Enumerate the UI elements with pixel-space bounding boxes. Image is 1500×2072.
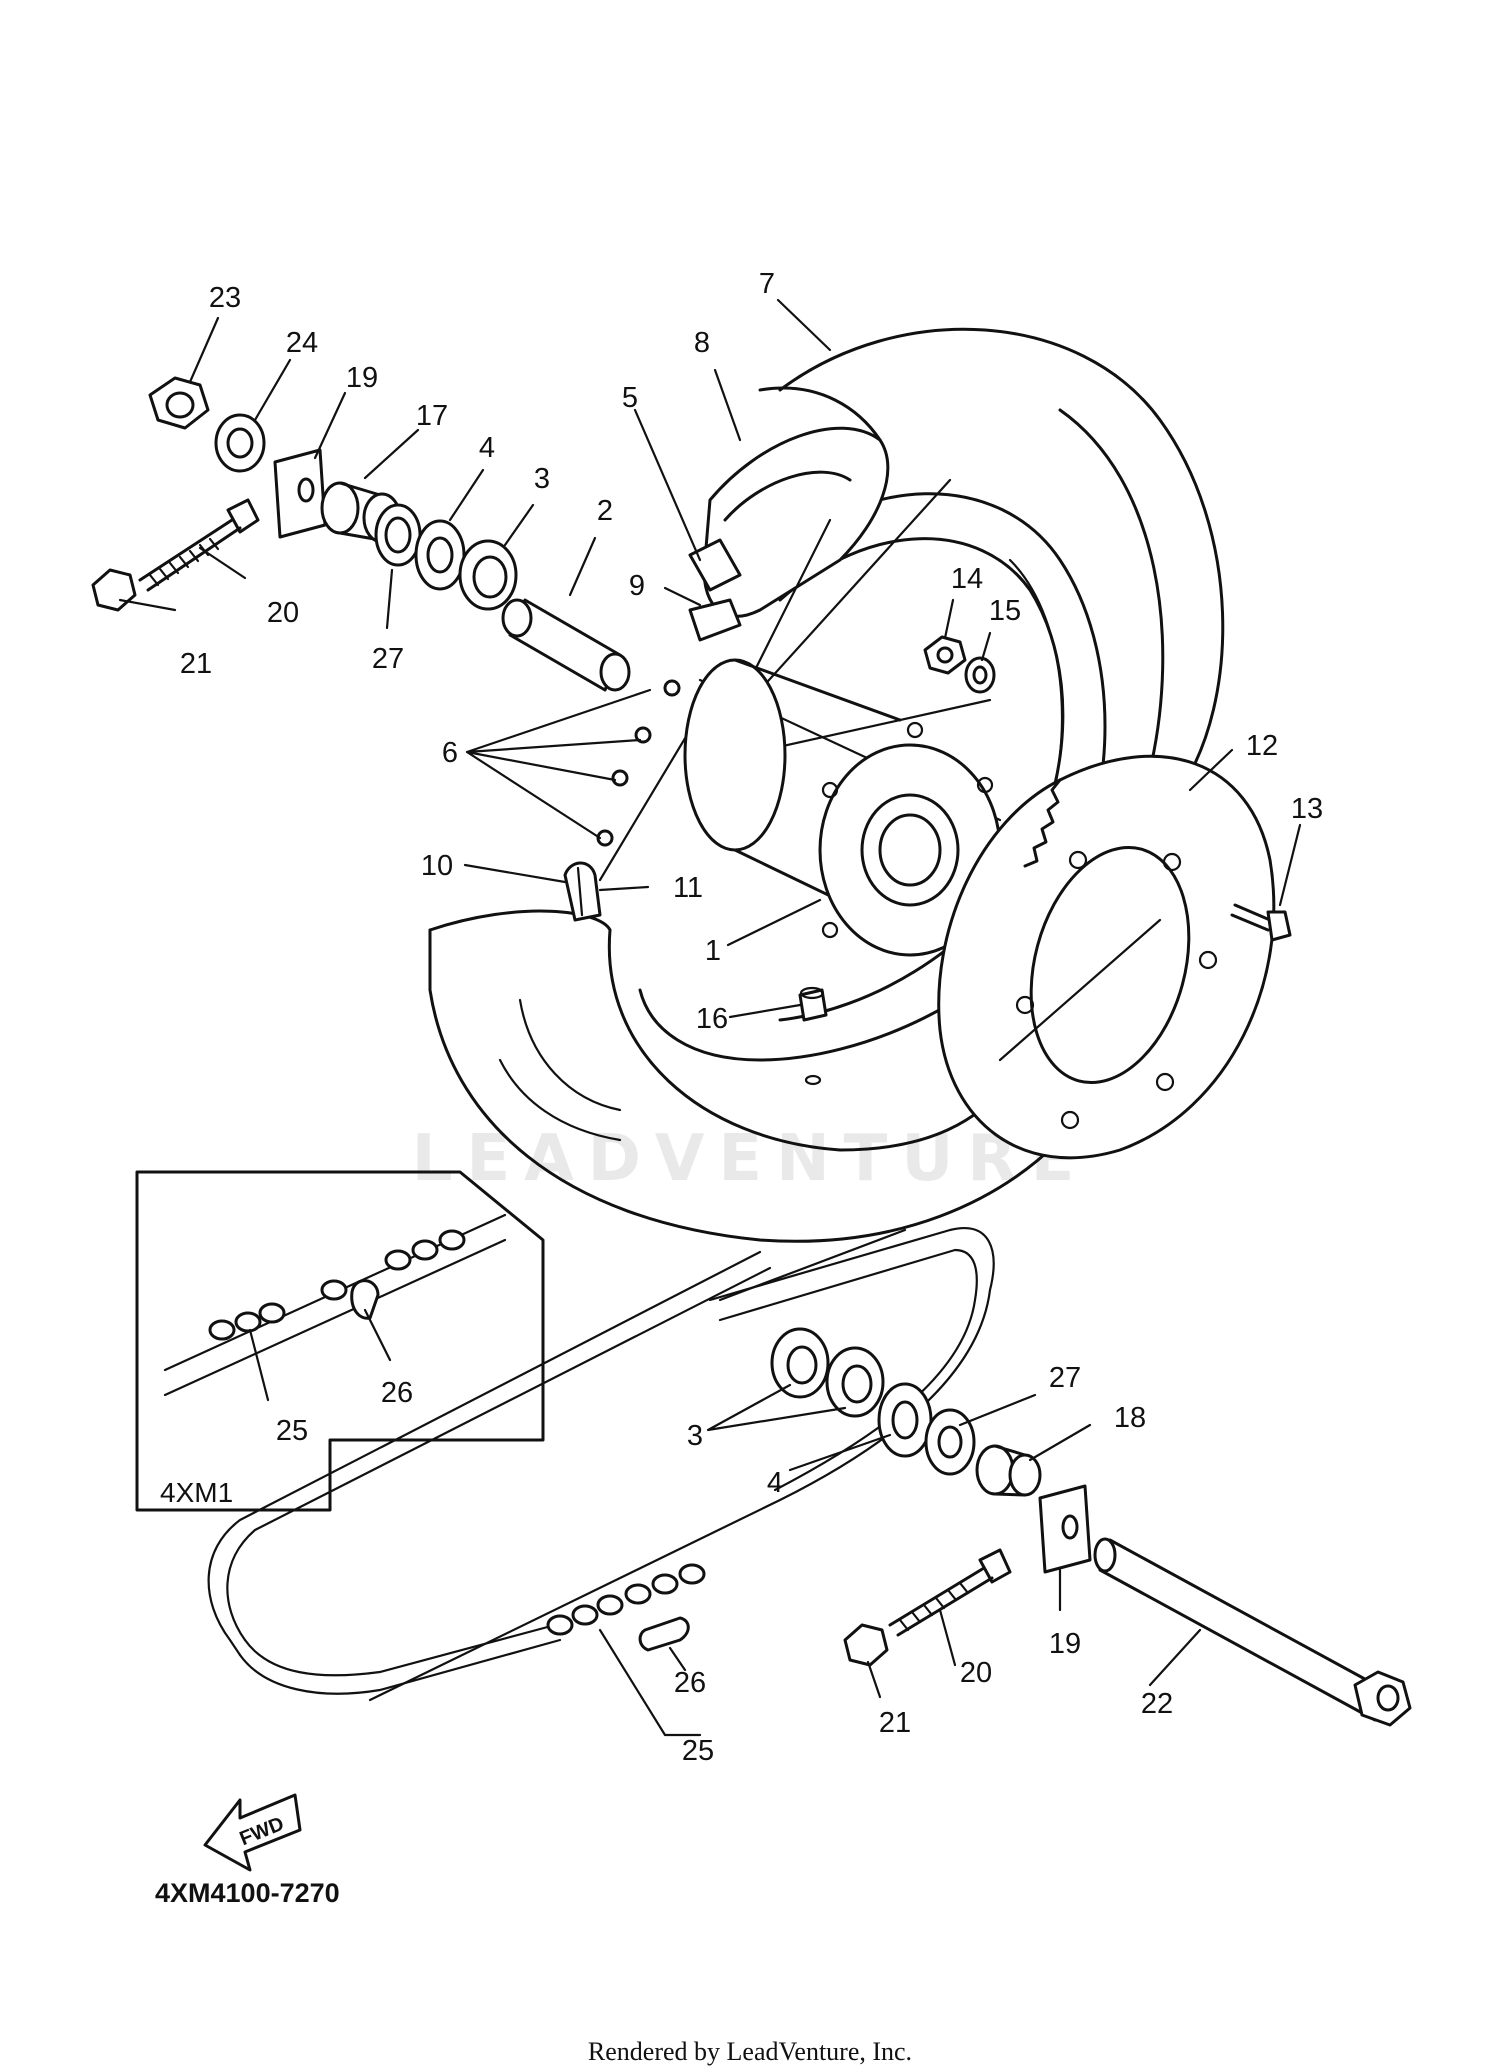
callout-9: 9 xyxy=(629,570,645,602)
leader-lines xyxy=(118,298,1302,1737)
callout-3-upper: 3 xyxy=(534,463,550,495)
sprocket-nut xyxy=(923,635,967,675)
callout-21-upper: 21 xyxy=(180,648,212,680)
callout-20-upper: 20 xyxy=(267,597,299,629)
washer xyxy=(214,413,266,473)
adjusting-bolt-right xyxy=(888,1548,1012,1637)
inset-master-link xyxy=(320,1279,380,1320)
rim-lock xyxy=(688,598,742,642)
callout-3-lower: 3 xyxy=(687,1420,703,1452)
axle-nut xyxy=(148,376,210,430)
callout-labels: 1 2 3 3 4 4 5 6 7 8 9 10 11 12 13 14 15 … xyxy=(180,268,1323,1767)
sprocket-washer xyxy=(964,656,996,694)
callout-20-lower: 20 xyxy=(960,1657,992,1689)
oil-seal-left xyxy=(374,503,422,567)
callout-12: 12 xyxy=(1246,730,1278,762)
spoke-nipples xyxy=(596,679,681,847)
oil-seal-right xyxy=(924,1408,976,1476)
valve-cap xyxy=(798,986,828,1086)
spacer-tube xyxy=(501,598,631,692)
callout-19-lower: 19 xyxy=(1049,1628,1081,1660)
drive-chain xyxy=(207,1227,995,1702)
callout-4-lower: 4 xyxy=(767,1467,783,1499)
inset-chain-links xyxy=(208,1229,466,1341)
axle-centerline-right xyxy=(718,1228,907,1302)
callout-25-inset: 25 xyxy=(276,1415,308,1447)
tube xyxy=(702,386,890,618)
callout-8: 8 xyxy=(694,327,710,359)
hub xyxy=(683,658,1002,957)
callout-10: 10 xyxy=(421,850,453,882)
bearing-right-1 xyxy=(770,1327,830,1399)
callout-2: 2 xyxy=(597,495,613,527)
sprocket-bolt xyxy=(1230,903,1292,942)
master-link-clip xyxy=(638,1616,690,1652)
footer-credit: Rendered by LeadVenture, Inc. xyxy=(588,2037,912,2066)
chain-adjuster-left xyxy=(273,448,327,539)
spacer-right xyxy=(877,1382,933,1458)
callout-4-upper: 4 xyxy=(479,432,495,464)
callout-27-upper: 27 xyxy=(372,643,404,675)
fwd-arrow-icon: FWD xyxy=(203,1793,302,1872)
callout-14: 14 xyxy=(951,563,983,595)
inset-box xyxy=(135,1170,545,1512)
chain-links-lower xyxy=(546,1563,706,1636)
callout-15: 15 xyxy=(989,595,1021,627)
callout-24: 24 xyxy=(286,327,318,359)
callout-25-lower: 25 xyxy=(682,1735,714,1767)
chain-adjuster-right xyxy=(1038,1484,1092,1574)
tire xyxy=(428,327,1225,1243)
balancer-weight xyxy=(563,861,602,922)
wheel-axle xyxy=(1093,1537,1412,1727)
callout-16: 16 xyxy=(696,1003,728,1035)
callout-7: 7 xyxy=(759,268,775,300)
callout-22: 22 xyxy=(1141,1688,1173,1720)
callout-17: 17 xyxy=(416,400,448,432)
watermark: LEADVENTURE xyxy=(412,1122,1089,1196)
callout-1: 1 xyxy=(705,935,721,967)
spacer-left xyxy=(414,519,466,591)
inset-label: 4XM1 xyxy=(160,1477,233,1508)
callout-18: 18 xyxy=(1114,1402,1146,1434)
locknut-right xyxy=(843,1623,889,1667)
locknut-left xyxy=(91,568,137,612)
callout-21-lower: 21 xyxy=(879,1707,911,1739)
rim-band xyxy=(688,538,742,592)
bearing-left xyxy=(458,539,518,611)
part-code: 4XM4100-7270 xyxy=(155,1878,340,1908)
sprocket-plane-line xyxy=(998,918,1162,1062)
callout-11: 11 xyxy=(673,872,703,904)
callout-23: 23 xyxy=(209,282,241,314)
bearing-right-2 xyxy=(825,1346,885,1418)
callout-5: 5 xyxy=(622,382,638,414)
callout-26-lower: 26 xyxy=(674,1667,706,1699)
sprocket xyxy=(937,754,1276,1160)
collar-right xyxy=(975,1444,1042,1497)
callout-26-inset: 26 xyxy=(381,1377,413,1409)
adjusting-bolt-left xyxy=(138,498,260,592)
callout-19-upper: 19 xyxy=(346,362,378,394)
callout-13: 13 xyxy=(1291,793,1323,825)
callout-27-lower: 27 xyxy=(1049,1362,1081,1394)
callout-6: 6 xyxy=(442,737,458,769)
